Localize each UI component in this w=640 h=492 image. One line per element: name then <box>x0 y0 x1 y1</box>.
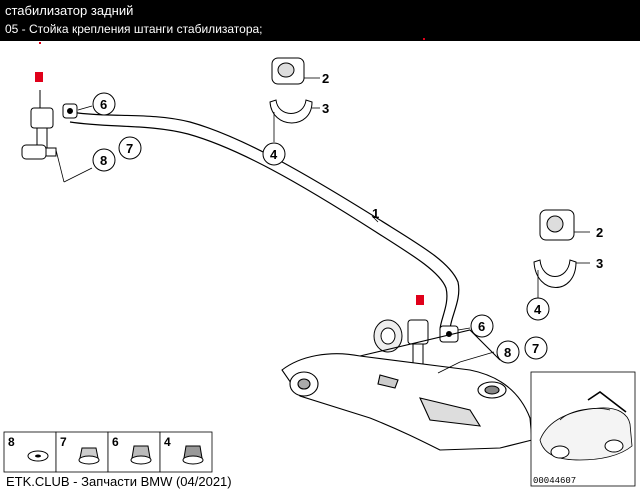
legend-num: 7 <box>60 435 67 449</box>
callout-4: 4 <box>534 302 542 317</box>
nut-flange <box>78 455 100 465</box>
rear-subframe <box>281 329 533 451</box>
callout-circle <box>262 142 286 166</box>
washer-hole <box>35 454 41 458</box>
callout-6: 6 <box>478 319 485 334</box>
red-mark <box>423 38 425 40</box>
callout-8: 8 <box>504 345 511 360</box>
nut-flange <box>182 455 204 465</box>
callout-4: 4 <box>270 147 278 162</box>
header-bar: стабилизатор задний 05 - Стойка креплени… <box>0 0 640 41</box>
callout-2: 2 <box>596 225 603 240</box>
callout-circle <box>496 340 520 364</box>
upper-left-link <box>21 90 78 160</box>
legend-num: 4 <box>164 435 171 449</box>
diagram-code: 00044607 <box>533 476 576 486</box>
leader-lines <box>55 77 590 374</box>
highlight-label: 5 <box>35 72 41 84</box>
callout-circle <box>92 148 116 172</box>
legend-num: 6 <box>112 435 119 449</box>
callout-circle <box>524 336 548 360</box>
callout-circle <box>118 136 142 160</box>
stabilizer-bar <box>69 111 460 331</box>
footer: ETK.CLUB - Запчасти BMW (04/2021) <box>0 472 640 492</box>
right-bushing <box>533 209 577 288</box>
nut-flange <box>130 455 152 465</box>
highlight-marker <box>35 72 43 82</box>
callout-8: 8 <box>100 153 107 168</box>
wheel-icon <box>604 439 624 453</box>
callout-circle <box>470 314 494 338</box>
vehicle-inset: 00044607 <box>530 371 636 487</box>
upper-bushing <box>269 57 313 124</box>
legend-num: 8 <box>8 435 15 449</box>
callout-3: 3 <box>596 256 603 271</box>
diagram-subtitle: 05 - Стойка крепления штанги стабилизато… <box>5 22 263 36</box>
callout-circle <box>526 297 550 321</box>
red-mark <box>39 42 41 44</box>
wheel-icon <box>550 445 570 459</box>
highlight-marker <box>416 295 424 305</box>
footer-text: ETK.CLUB - Запчасти BMW (04/2021) <box>6 474 232 489</box>
lower-link <box>373 319 459 381</box>
callout-3: 3 <box>322 101 329 116</box>
callout-7: 7 <box>532 341 539 356</box>
highlight-label: 5 <box>416 295 422 307</box>
callout-circle <box>92 92 116 116</box>
callout-6: 6 <box>100 97 107 112</box>
callout-1: 1 <box>372 206 379 221</box>
diagram-title: стабилизатор задний <box>5 3 134 18</box>
callout-2: 2 <box>322 71 329 86</box>
parts-legend: 8 7 6 4 <box>3 431 213 473</box>
callout-7: 7 <box>126 141 133 156</box>
